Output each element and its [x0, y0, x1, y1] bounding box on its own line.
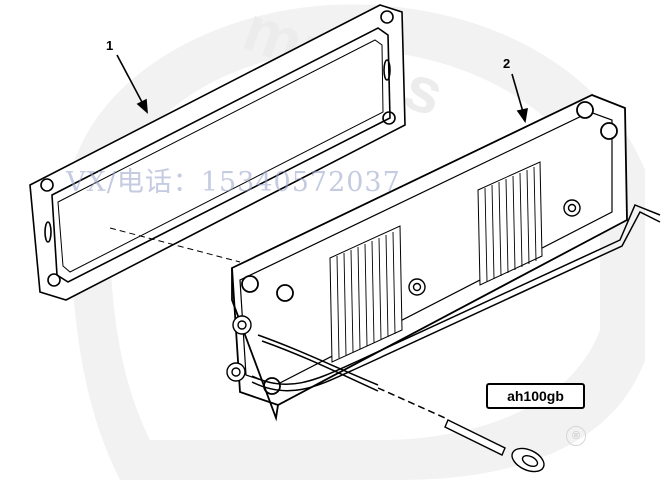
terminal-posts [226, 199, 581, 382]
callout-label-2: 2 [503, 56, 511, 71]
wiring-harness [251, 204, 661, 419]
heater-element-right [477, 161, 543, 286]
alignment-line [109, 227, 241, 263]
registered-mark: ® [566, 426, 586, 446]
ring-terminal [444, 419, 545, 473]
leader-2 [511, 73, 528, 124]
gasket [29, 4, 406, 301]
contact-text: VX/电话：15340572037 [66, 167, 401, 198]
callout-label-1: 1 [106, 38, 114, 53]
heater-element-left [329, 225, 403, 363]
leader-1 [116, 54, 148, 114]
figure-code-label: ah100gb [486, 383, 585, 409]
